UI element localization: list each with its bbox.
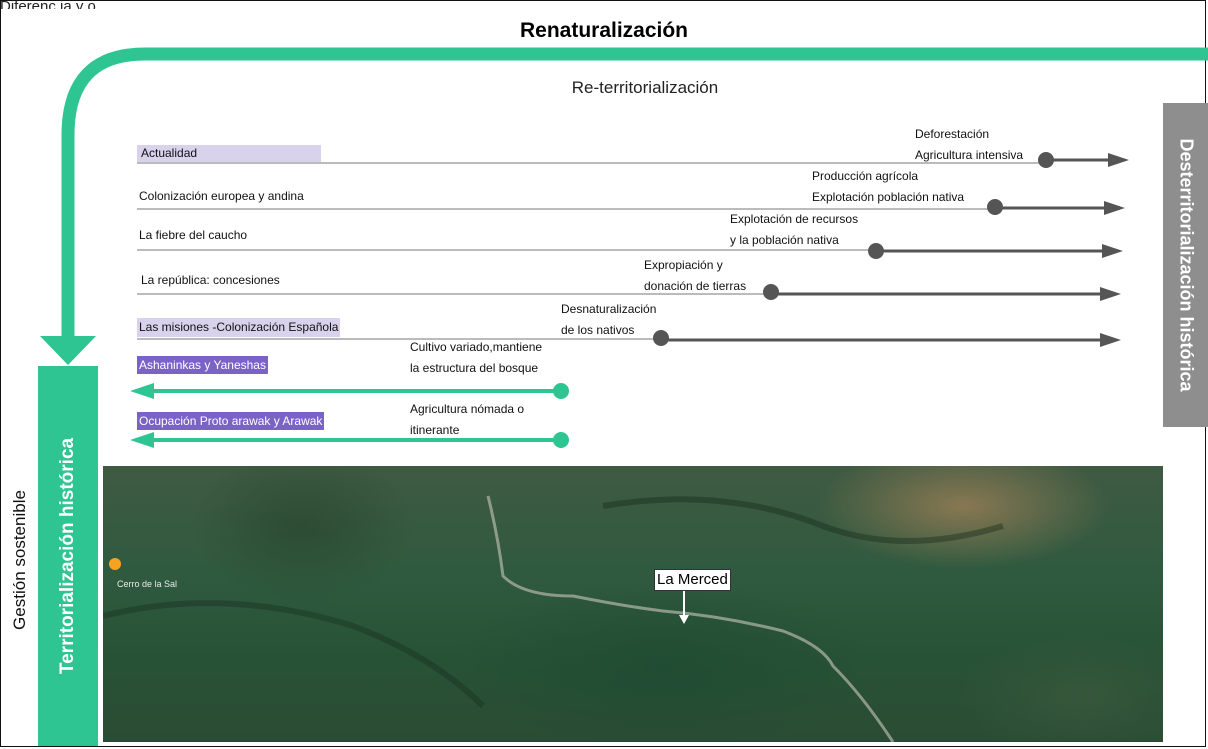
- period-label-ashaninkas: Ashaninkas y Yaneshas: [137, 356, 268, 374]
- cropped-header-text: Diferenc ia y o: [0, 0, 96, 9]
- arrow-arawak: [130, 432, 569, 448]
- period-label-colonizacion: Colonización europea y andina: [139, 189, 304, 203]
- renaturalization-arrow: [61, 47, 1208, 340]
- period-label-republica: La república: concesiones: [141, 273, 280, 287]
- gestion-sostenible-label: Gestión sostenible: [10, 490, 29, 630]
- desterritorializacion-band: Desterritorialización histórica: [1163, 103, 1208, 427]
- arrow-caucho: [868, 243, 1123, 259]
- diagram-title: Renaturalización: [519, 19, 689, 42]
- desterritorializacion-label: Desterritorialización histórica: [1176, 138, 1196, 392]
- period-label-caucho: La fiebre del caucho: [139, 228, 248, 242]
- terrain-overlay: [103, 495, 1004, 742]
- arrow-republica: [763, 284, 1121, 301]
- ridge-2: [103, 600, 486, 709]
- cerro-de-la-sal-marker: [109, 558, 121, 570]
- renaturalization-arrowhead: [40, 336, 96, 365]
- diagram-subtitle: Re-territorialización: [571, 78, 719, 97]
- la-merced-label: La Merced: [654, 569, 731, 591]
- arrow-colonizacion: [987, 199, 1125, 215]
- satellite-terrain-image: Cerro de la Sal: [103, 466, 1163, 742]
- territorializacion-label: Territorialización histórica: [57, 437, 78, 675]
- la-merced-pointer-arrow: [679, 591, 689, 624]
- river-path: [486, 495, 895, 742]
- arrow-misiones: [653, 330, 1121, 347]
- period-label-actualidad: Actualidad: [137, 145, 321, 162]
- arrow-actualidad: [1038, 152, 1129, 168]
- arrow-ashaninkas: [130, 383, 569, 399]
- ridge-1: [602, 496, 1004, 544]
- period-label-arawak: Ocupación Proto arawak y Arawak: [137, 412, 325, 430]
- period-label-misiones: Las misiones -Colonización Española: [137, 318, 341, 337]
- territorializacion-band: Territorialización histórica: [38, 366, 98, 746]
- cerro-de-la-sal-label: Cerro de la Sal: [117, 579, 178, 589]
